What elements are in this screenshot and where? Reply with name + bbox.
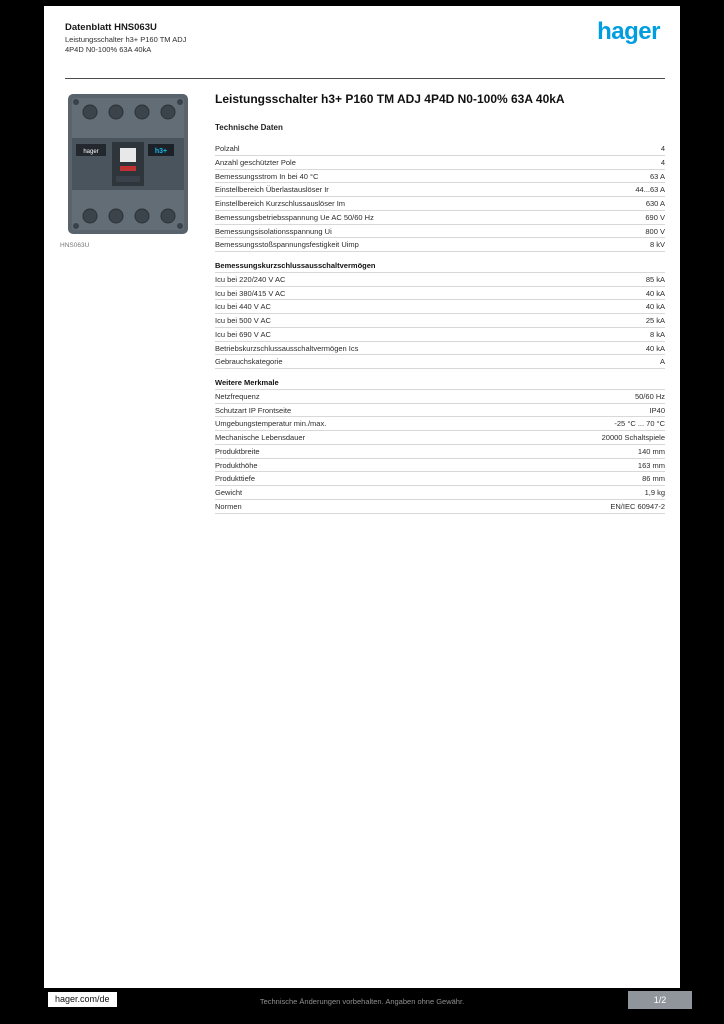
spec-label: Icu bei 500 V AC (215, 316, 271, 325)
header-divider (65, 78, 665, 79)
spec-value: 8 kV (649, 240, 665, 250)
main-column: Leistungsschalter h3+ P160 TM ADJ 4P4D N… (215, 92, 665, 514)
document-header: Datenblatt HNS063U Leistungsschalter h3+… (65, 22, 186, 55)
spec-value: IP40 (649, 405, 665, 415)
page-number-badge: 1/2 (628, 991, 692, 1009)
section-label: Technische Daten (215, 123, 283, 132)
spec-row: Icu bei 440 V AC 40 kA (215, 300, 665, 314)
spec-value: 40 kA (645, 288, 665, 298)
svg-text:hager: hager (83, 149, 98, 155)
spec-value: 163 mm (637, 460, 665, 470)
spec-row: Bemessungsstrom In bei 40 °C 63 A (215, 170, 665, 184)
spec-label: Produkthöhe (215, 460, 258, 470)
spec-label: Netzfrequenz (215, 391, 260, 401)
spec-label: Mechanische Lebensdauer (215, 433, 306, 442)
spec-label: Produkttiefe (215, 474, 256, 484)
spec-row: Schutzart IP Frontseite IP40 (215, 404, 665, 418)
spec-row: Betriebskurzschlussausschaltvermögen Ics… (215, 342, 665, 356)
spec-label: Einstellbereich Kurzschlussauslöser Im (215, 199, 346, 208)
spec-value: 40 kA (645, 343, 665, 353)
spec-value: 85 kA (645, 274, 665, 284)
spec-label: Icu bei 440 V AC (215, 302, 271, 312)
spec-value: 140 mm (637, 446, 665, 456)
hager-logo: hager (597, 18, 660, 45)
spec-value: 86 mm (642, 474, 665, 484)
spec-value: 4 (660, 157, 665, 167)
spec-row: Netzfrequenz 50/60 Hz (215, 390, 665, 404)
spec-value: 63 A (649, 171, 665, 181)
spec-value: A (659, 357, 665, 367)
spec-label: Polzahl (215, 144, 240, 153)
spec-row: Icu bei 380/415 V AC 40 kA (215, 287, 665, 301)
spec-value: 690 V (645, 212, 665, 222)
spec-value: 20000 Schaltspiele (601, 433, 665, 442)
spec-label: Normen (215, 501, 242, 511)
spec-value: 1,9 kg (644, 488, 665, 497)
spec-row: Icu bei 500 V AC 25 kA (215, 314, 665, 328)
spec-label: Bemessungskurzschlussausschaltvermögen (215, 261, 376, 270)
header-product-code: Datenblatt HNS063U (65, 22, 157, 33)
spec-row: Normen EN/IEC 60947-2 (215, 500, 665, 514)
spec-label: Weitere Merkmale (215, 378, 279, 387)
spec-row: Einstellbereich Überlastauslöser Ir 44...… (215, 183, 665, 197)
spec-row: Bemessungsstoßspannungsfestigkeit Uimp 8 … (215, 238, 665, 252)
spec-row: Mechanische Lebensdauer 20000 Schaltspiel… (215, 431, 665, 445)
spec-value: 4 (660, 144, 665, 153)
spec-value: 8 kA (649, 329, 665, 339)
product-image: hager h3+ (60, 90, 196, 238)
spec-row: Gebrauchskategorie A (215, 355, 665, 369)
spec-label: Einstellbereich Überlastauslöser Ir (215, 185, 329, 195)
spec-label: Bemessungsbetriebsspannung Ue AC 50/60 H… (215, 212, 374, 222)
spec-row: Bemessungsisolationsspannung Ui 800 V (215, 225, 665, 239)
spec-label: Icu bei 380/415 V AC (215, 288, 286, 298)
spec-value: 25 kA (645, 316, 665, 325)
spec-label: Bemessungsstrom In bei 40 °C (215, 171, 319, 181)
header-product-variant: 4P4D N0-100% 63A 40kA (65, 45, 152, 54)
footer-note: Technische Änderungen vorbehalten. Angab… (259, 997, 465, 1006)
spec-label: Bemessungsstoßspannungsfestigkeit Uimp (215, 240, 359, 250)
spec-row: Gewicht 1,9 kg (215, 486, 665, 500)
spec-row: Icu bei 690 V AC 8 kA (215, 328, 665, 342)
circuit-breaker-illustration: hager h3+ (68, 94, 188, 234)
spec-section-header: Bemessungskurzschlussausschaltvermögen (215, 259, 665, 273)
spec-row: Produktbreite 140 mm (215, 445, 665, 459)
spec-row: Produkttiefe 86 mm (215, 472, 665, 486)
spec-label: Icu bei 220/240 V AC (215, 274, 286, 284)
spec-label: Gewicht (215, 488, 243, 497)
spec-label: Schutzart IP Frontseite (215, 405, 292, 415)
svg-text:h3+: h3+ (155, 148, 167, 155)
spec-label: Gebrauchskategorie (215, 357, 283, 367)
spec-label: Betriebskurzschlussausschaltvermögen Ics (215, 343, 359, 353)
spec-label: Anzahl geschützter Pole (215, 157, 296, 167)
footer-website-link[interactable]: hager.com/de (48, 992, 117, 1007)
spec-section-header: Weitere Merkmale (215, 376, 665, 390)
spec-row: Bemessungsbetriebsspannung Ue AC 50/60 H… (215, 211, 665, 225)
spec-row: Polzahl 4 (215, 142, 665, 156)
spec-value: 50/60 Hz (634, 391, 665, 401)
spec-row: Produkthöhe 163 mm (215, 459, 665, 473)
spec-label: Icu bei 690 V AC (215, 329, 271, 339)
spec-row: Icu bei 220/240 V AC 85 kA (215, 273, 665, 287)
spec-value: 40 kA (645, 302, 665, 312)
spec-label: Umgebungstemperatur min./max. (215, 419, 327, 429)
spec-value: 800 V (645, 226, 665, 236)
document-page: Datenblatt HNS063U Leistungsschalter h3+… (44, 6, 680, 988)
spec-row: Anzahl geschützter Pole 4 (215, 156, 665, 170)
spec-label: Bemessungsisolationsspannung Ui (215, 226, 332, 236)
product-image-caption: HNS063U (60, 242, 90, 249)
spec-value: 44...63 A (635, 185, 665, 195)
spec-value: 630 A (645, 199, 665, 208)
header-product-description: Leistungsschalter h3+ P160 TM ADJ (65, 35, 187, 44)
spec-value: -25 °C ... 70 °C (614, 419, 665, 429)
spec-value: EN/IEC 60947-2 (610, 501, 665, 511)
spec-row: Einstellbereich Kurzschlussauslöser Im 63… (215, 197, 665, 211)
spec-label: Produktbreite (215, 446, 260, 456)
page-title: Leistungsschalter h3+ P160 TM ADJ 4P4D N… (215, 92, 565, 106)
spec-row: Umgebungstemperatur min./max. -25 °C ... … (215, 417, 665, 431)
